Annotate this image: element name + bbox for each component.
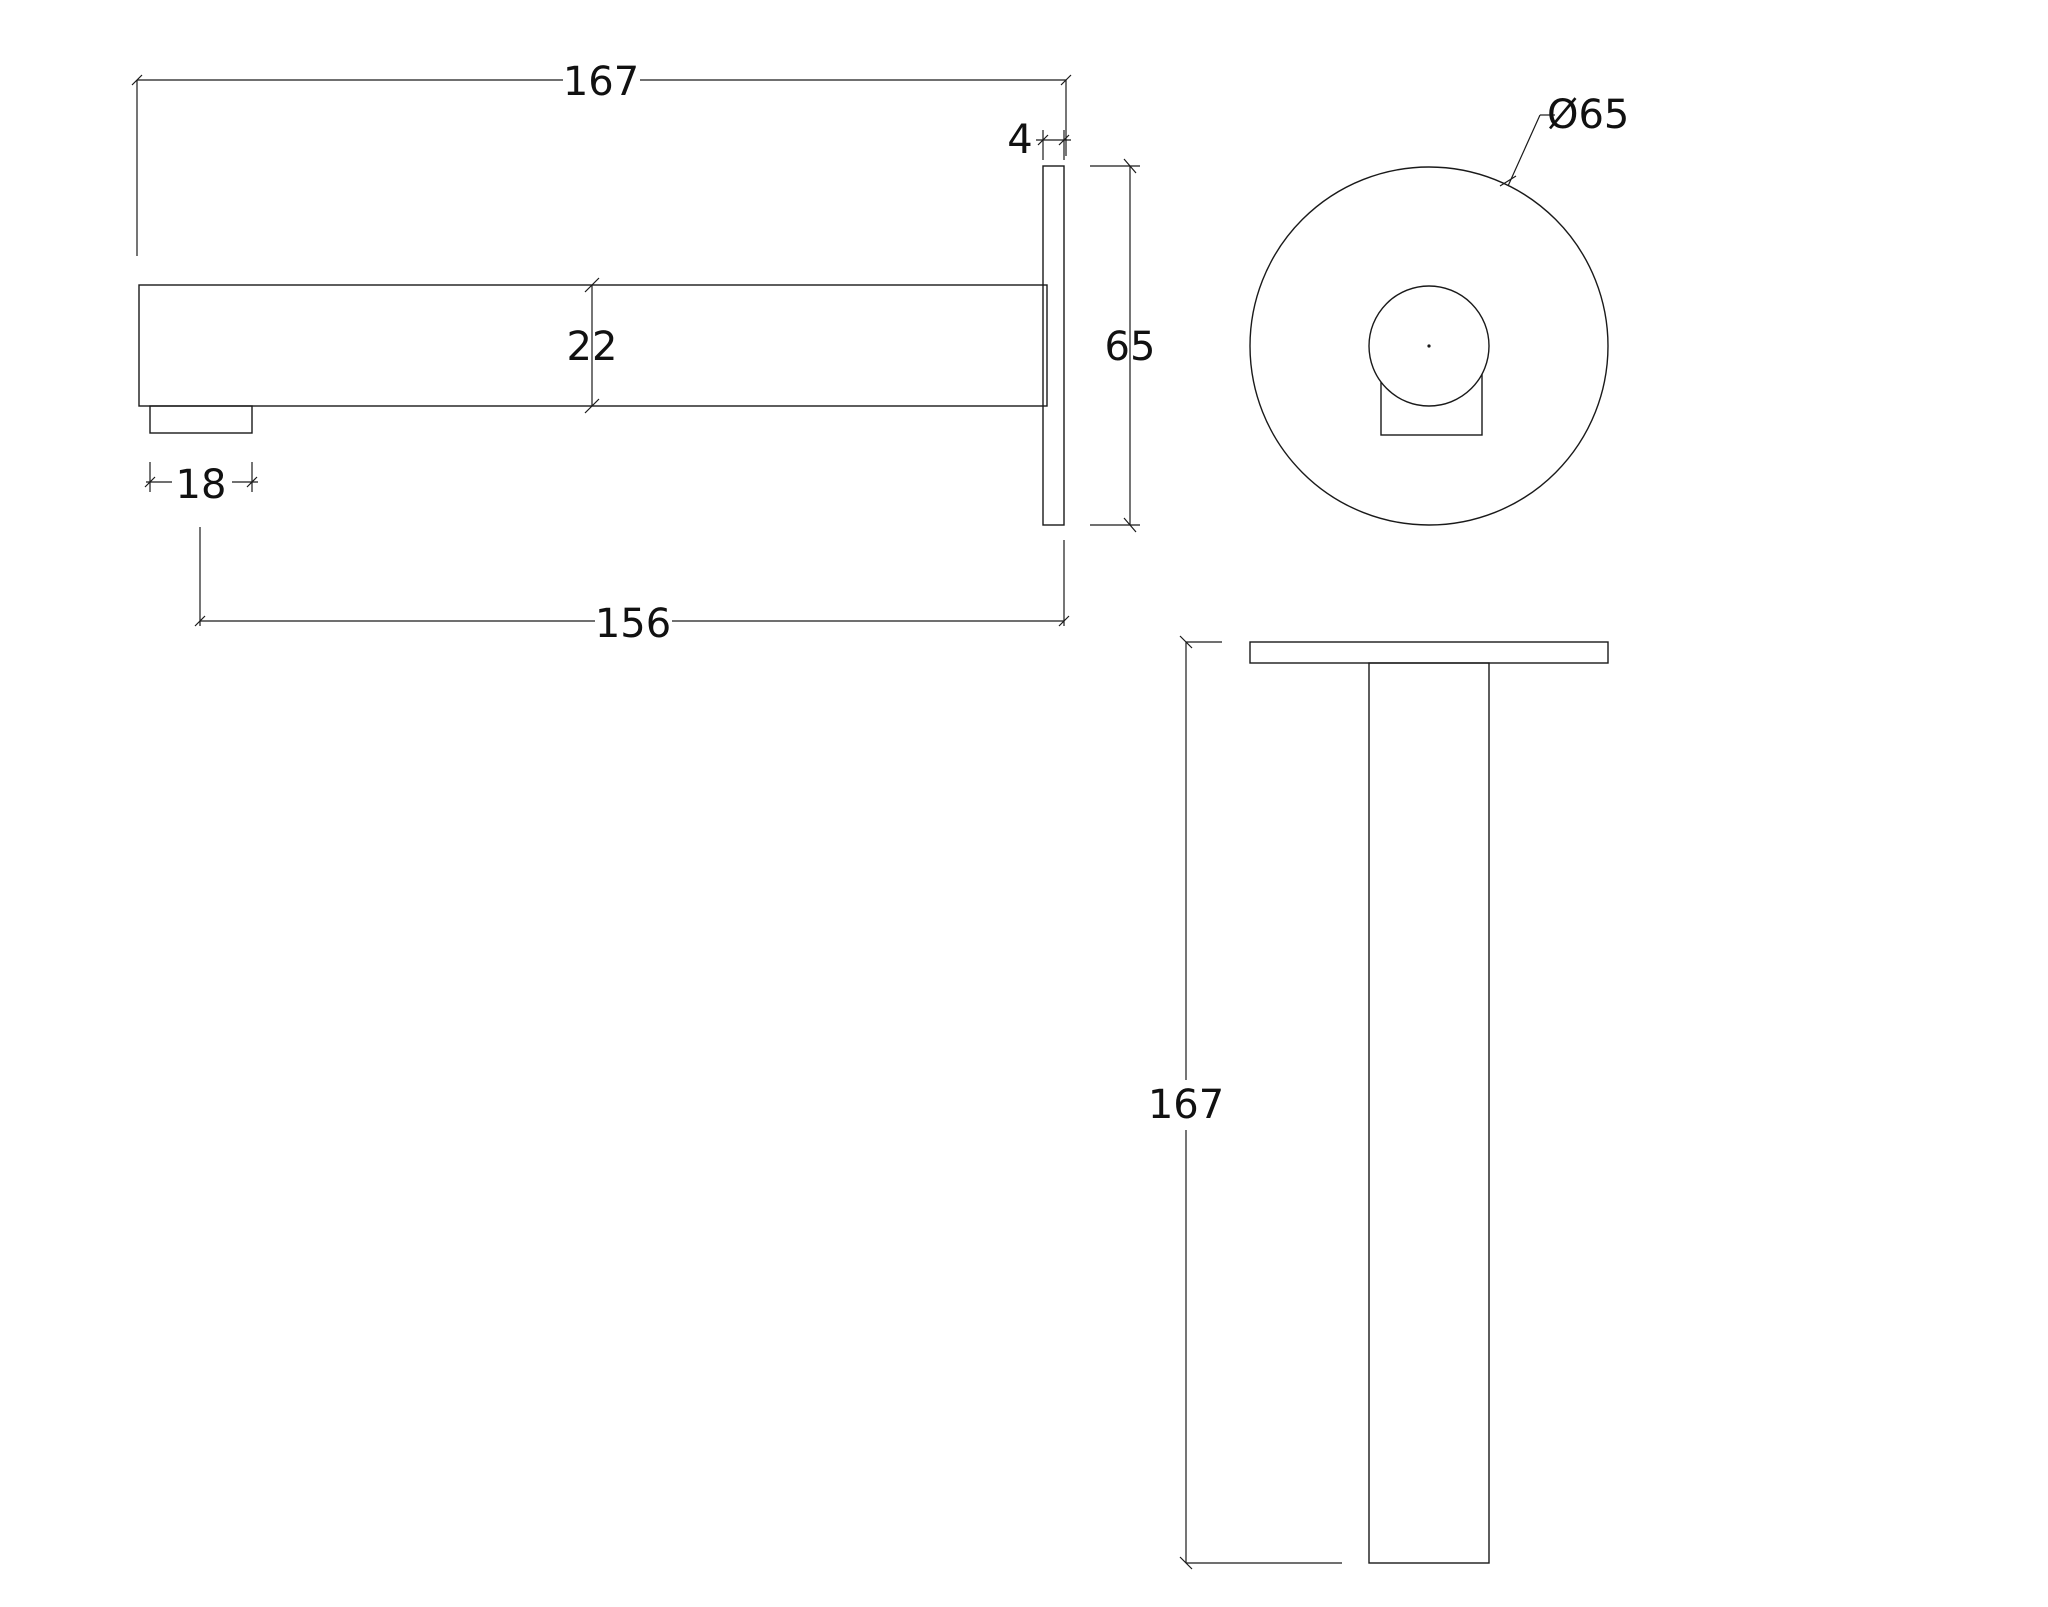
dim-label-18: 18 bbox=[176, 462, 227, 508]
dim-top-overall-length: 167 bbox=[1148, 635, 1342, 1570]
dim-spout-height: 22 bbox=[567, 277, 618, 414]
dim-label-167-side: 167 bbox=[563, 59, 639, 105]
top-wall-plate bbox=[1249, 641, 1609, 664]
front-wall-plate bbox=[1249, 166, 1609, 526]
top-spout-body bbox=[1368, 662, 1490, 1564]
front-center-point bbox=[1427, 344, 1431, 348]
dim-plate-thickness: 4 bbox=[1007, 117, 1071, 163]
side-wall-plate bbox=[1042, 165, 1065, 526]
side-outlet bbox=[149, 405, 253, 434]
side-view bbox=[138, 165, 1065, 526]
side-spout-body bbox=[138, 284, 1048, 407]
top-view bbox=[1249, 641, 1609, 1564]
dim-plate-height: 65 bbox=[1090, 158, 1156, 533]
dim-label-65: 65 bbox=[1105, 324, 1156, 370]
dim-label-167-top: 167 bbox=[1148, 1082, 1224, 1128]
dim-label-diameter-65: Ø65 bbox=[1547, 92, 1629, 138]
dim-label-22: 22 bbox=[567, 324, 618, 370]
dim-spout-projection: 156 bbox=[194, 527, 1070, 647]
dim-plate-diameter: Ø65 bbox=[1499, 92, 1629, 187]
dim-label-156: 156 bbox=[595, 601, 671, 647]
dim-label-4: 4 bbox=[1007, 117, 1032, 163]
front-view bbox=[1249, 166, 1609, 526]
dim-outlet-width: 18 bbox=[144, 462, 258, 508]
dim-overall-length: 167 bbox=[131, 59, 1072, 256]
